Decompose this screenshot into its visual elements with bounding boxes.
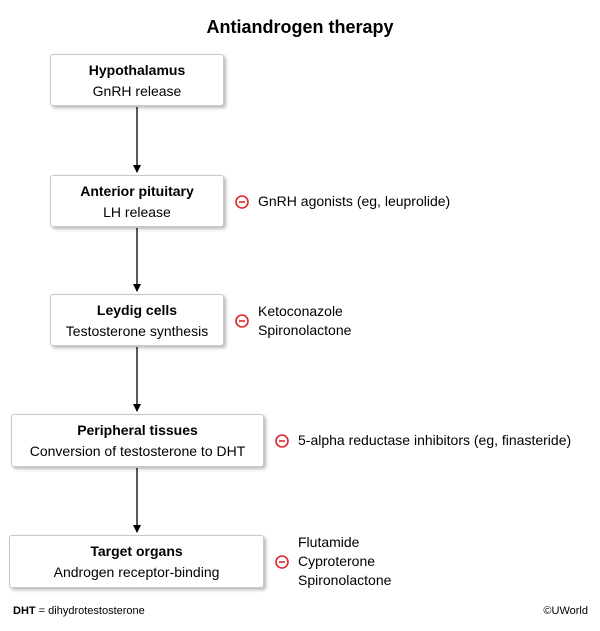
minus-circle-icon: [275, 433, 289, 448]
step-box-anterior-pituitary: Anterior pituitary LH release: [50, 175, 224, 227]
drug-list: Flutamide Cyproterone Spironolactone: [298, 533, 391, 590]
minus-circle-icon: [235, 314, 249, 328]
step-process: LH release: [103, 203, 171, 220]
step-box-peripheral-tissues: Peripheral tissues Conversion of testost…: [11, 414, 264, 467]
inhibitor-group-target: Flutamide Cyproterone Spironolactone: [275, 533, 391, 590]
abbreviation-footnote: DHT = dihydrotestosterone: [13, 605, 145, 617]
step-process: Conversion of testosterone to DHT: [29, 443, 246, 459]
footnote-abbreviation: DHT: [13, 605, 36, 617]
step-name: Anterior pituitary: [80, 182, 194, 199]
step-name: Leydig cells: [96, 301, 178, 318]
drug-list: 5-alpha reductase inhibitors (eg, finast…: [298, 431, 571, 450]
drug-name: GnRH agonists (eg, leuprolide): [258, 193, 451, 209]
minus-circle-icon: [275, 554, 289, 569]
step-box-leydig-cells: Leydig cells Testosterone synthesis: [50, 294, 224, 346]
inhibitor-group-leydig: Ketoconazole Spironolactone: [235, 302, 351, 340]
drug-list: Ketoconazole Spironolactone: [258, 302, 351, 340]
diagram-title: Antiandrogen therapy: [206, 17, 394, 37]
copyright-credit: ©UWorld: [543, 605, 588, 617]
minus-circle-icon: [235, 194, 249, 209]
drug-name: Ketoconazole: [258, 303, 343, 319]
step-box-target-organs: Target organs Androgen receptor-binding: [9, 535, 264, 588]
inhibitor-group-peripheral: 5-alpha reductase inhibitors (eg, finast…: [275, 431, 571, 450]
step-name: Peripheral tissues: [77, 422, 198, 438]
drug-list: GnRH agonists (eg, leuprolide): [258, 192, 450, 211]
drug-name: 5-alpha reductase inhibitors (eg, finast…: [298, 432, 572, 448]
step-process: Testosterone synthesis: [65, 322, 209, 339]
step-process: GnRH release: [92, 82, 182, 99]
footnote-definition: = dihydrotestosterone: [35, 605, 145, 617]
drug-name: Spironolactone: [258, 322, 352, 338]
inhibitor-group-pituitary: GnRH agonists (eg, leuprolide): [235, 192, 450, 211]
drug-name: Cyproterone: [298, 553, 376, 569]
drug-name: Flutamide: [298, 534, 360, 550]
drug-name: Spironolactone: [298, 572, 392, 588]
step-name: Hypothalamus: [88, 61, 186, 78]
step-process: Androgen receptor-binding: [53, 564, 220, 580]
step-box-hypothalamus: Hypothalamus GnRH release: [50, 54, 224, 106]
step-name: Target organs: [90, 543, 183, 559]
